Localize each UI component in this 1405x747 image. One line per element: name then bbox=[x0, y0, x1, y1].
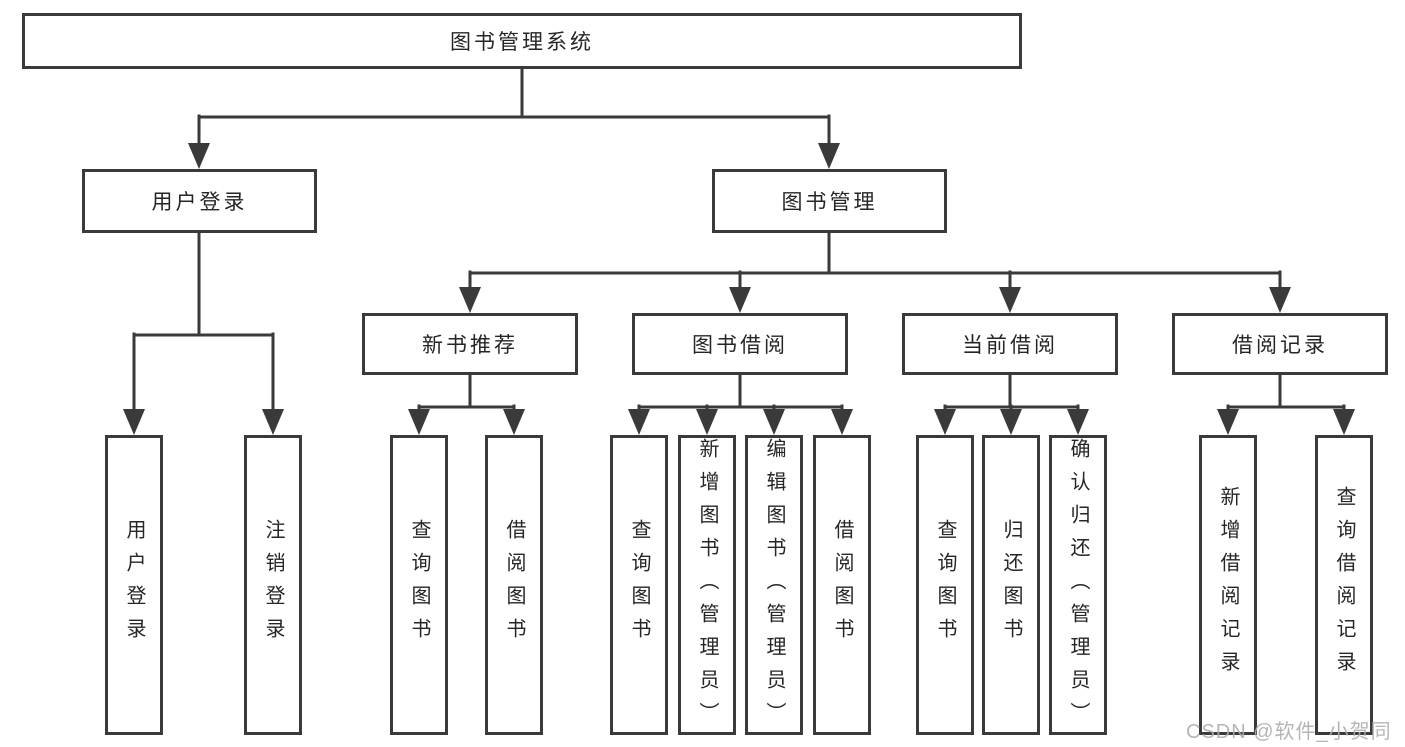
leaf-current-confirm-return-admin: 确认归还（管理员） bbox=[1049, 435, 1107, 735]
connector-borrowing-to-leaves bbox=[628, 371, 853, 435]
connector-recommend-to-leaves bbox=[408, 371, 525, 435]
leaf-borrowing-borrow-books: 借阅图书 bbox=[813, 435, 871, 735]
connector-book-management-to-level3 bbox=[459, 229, 1291, 313]
connector-current-to-leaves bbox=[934, 371, 1089, 435]
leaf-recommend-borrow-books: 借阅图书 bbox=[485, 435, 543, 735]
node-current-borrowing: 当前借阅 bbox=[902, 313, 1118, 375]
leaf-current-return-books: 归还图书 bbox=[982, 435, 1040, 735]
leaf-borrowing-query-books: 查询图书 bbox=[610, 435, 668, 735]
csdn-watermark: CSDN @软件_小贺同学 bbox=[1186, 721, 1392, 743]
leaf-current-query-books: 查询图书 bbox=[916, 435, 974, 735]
leaf-recommend-query-books: 查询图书 bbox=[390, 435, 448, 735]
leaf-borrowing-add-books-admin: 新增图书（管理员） bbox=[678, 435, 736, 735]
connector-records-to-leaves bbox=[1217, 371, 1355, 435]
leaf-logout: 注销登录 bbox=[244, 435, 302, 735]
leaf-records-query-record: 查询借阅记录 bbox=[1315, 435, 1373, 735]
node-root-system: 图书管理系统 bbox=[22, 13, 1022, 69]
node-book-borrowing: 图书借阅 bbox=[632, 313, 848, 375]
connector-root-to-level2 bbox=[188, 65, 840, 169]
leaf-records-add-record: 新增借阅记录 bbox=[1199, 435, 1257, 735]
leaf-borrowing-edit-books-admin: 编辑图书（管理员） bbox=[745, 435, 803, 735]
node-user-login: 用户登录 bbox=[82, 169, 317, 233]
node-book-management: 图书管理 bbox=[712, 169, 947, 233]
node-new-book-recommend: 新书推荐 bbox=[362, 313, 578, 375]
leaf-user-login: 用户登录 bbox=[105, 435, 163, 735]
node-borrowing-records: 借阅记录 bbox=[1172, 313, 1388, 375]
connector-user-login-to-leaves bbox=[123, 229, 284, 435]
